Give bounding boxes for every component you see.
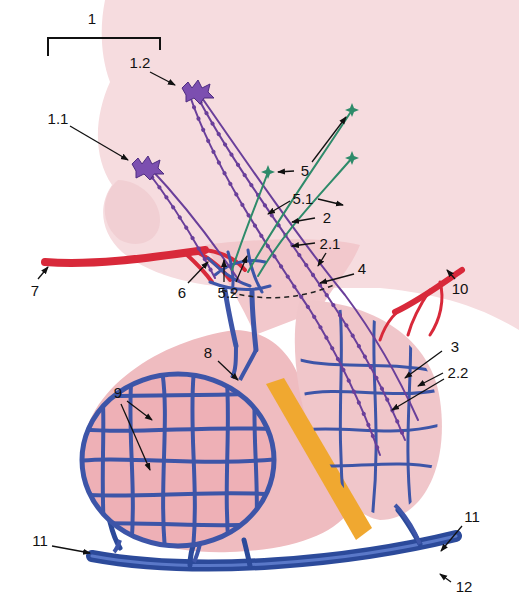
callout-number: 4 — [356, 260, 368, 277]
callout-number: 2 — [321, 209, 333, 226]
callout-number: 6 — [176, 284, 188, 301]
callout-number: 5.1 — [291, 190, 316, 207]
callout-number: 1 — [86, 10, 98, 27]
callout-number: 12 — [454, 578, 475, 595]
callout-number: 9 — [112, 384, 124, 401]
callout-number: 3 — [449, 338, 461, 355]
callout-number: 1.2 — [128, 54, 153, 71]
callout-number: 7 — [29, 282, 41, 299]
callout-number: 1.1 — [46, 110, 71, 127]
callout-number: 11 — [462, 508, 482, 525]
callout-number: 2.2 — [446, 364, 471, 381]
callout-number: 10 — [450, 280, 471, 297]
callout-number: 8 — [202, 344, 214, 361]
callout-number: 11 — [30, 532, 50, 549]
callout-number: 5.2 — [216, 284, 241, 301]
callout-number: 5 — [299, 162, 311, 179]
callout-number: 2.1 — [318, 235, 343, 252]
